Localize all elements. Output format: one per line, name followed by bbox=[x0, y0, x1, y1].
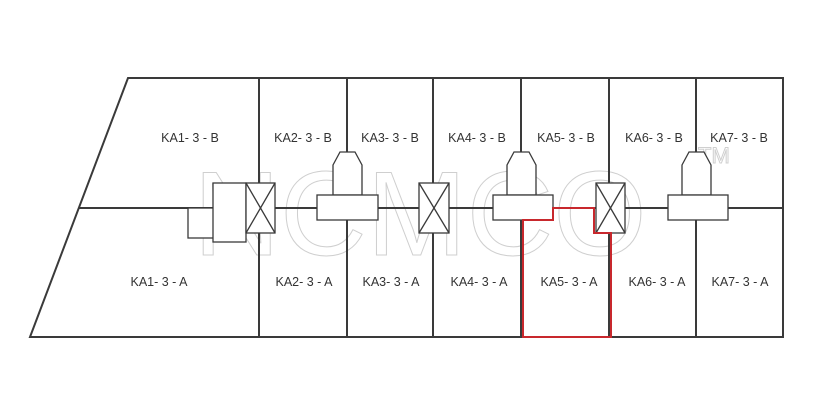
unit-label: KA1- 3 - B bbox=[161, 131, 219, 145]
core-2 bbox=[316, 151, 379, 221]
unit-labels-b: KA1- 3 - B KA2- 3 - B KA3- 3 - B KA4- 3 … bbox=[161, 131, 768, 145]
elevator-3 bbox=[595, 182, 626, 234]
unit-label: KA2- 3 - A bbox=[276, 275, 334, 289]
core-4 bbox=[667, 151, 729, 221]
highlighted-unit-outline bbox=[522, 207, 612, 338]
unit-labels-a: KA1- 3 - A KA2- 3 - A KA3- 3 - A KA4- 3 … bbox=[131, 275, 770, 289]
unit-label: KA1- 3 - A bbox=[131, 275, 189, 289]
unit-label: KA2- 3 - B bbox=[274, 131, 332, 145]
core-3 bbox=[492, 151, 554, 221]
unit-label: KA7- 3 - B bbox=[710, 131, 768, 145]
unit-label: KA3- 3 - A bbox=[363, 275, 421, 289]
elevator-2 bbox=[418, 182, 450, 234]
unit-label: KA3- 3 - B bbox=[361, 131, 419, 145]
unit-label: KA5- 3 - B bbox=[537, 131, 595, 145]
core-1 bbox=[187, 182, 276, 243]
unit-label: KA4- 3 - B bbox=[448, 131, 506, 145]
unit-label-highlighted: KA5- 3 - A bbox=[541, 275, 599, 289]
unit-label: KA7- 3 - A bbox=[712, 275, 770, 289]
unit-label: KA4- 3 - A bbox=[451, 275, 509, 289]
unit-label: KA6- 3 - B bbox=[625, 131, 683, 145]
unit-label: KA6- 3 - A bbox=[629, 275, 687, 289]
